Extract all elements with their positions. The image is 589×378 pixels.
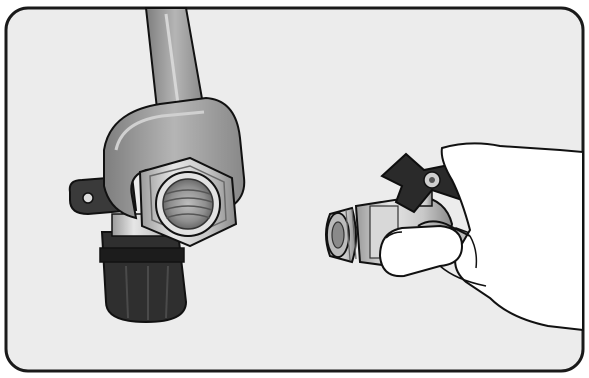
illustration-frame [0, 0, 589, 378]
illustration-canvas [0, 0, 589, 378]
